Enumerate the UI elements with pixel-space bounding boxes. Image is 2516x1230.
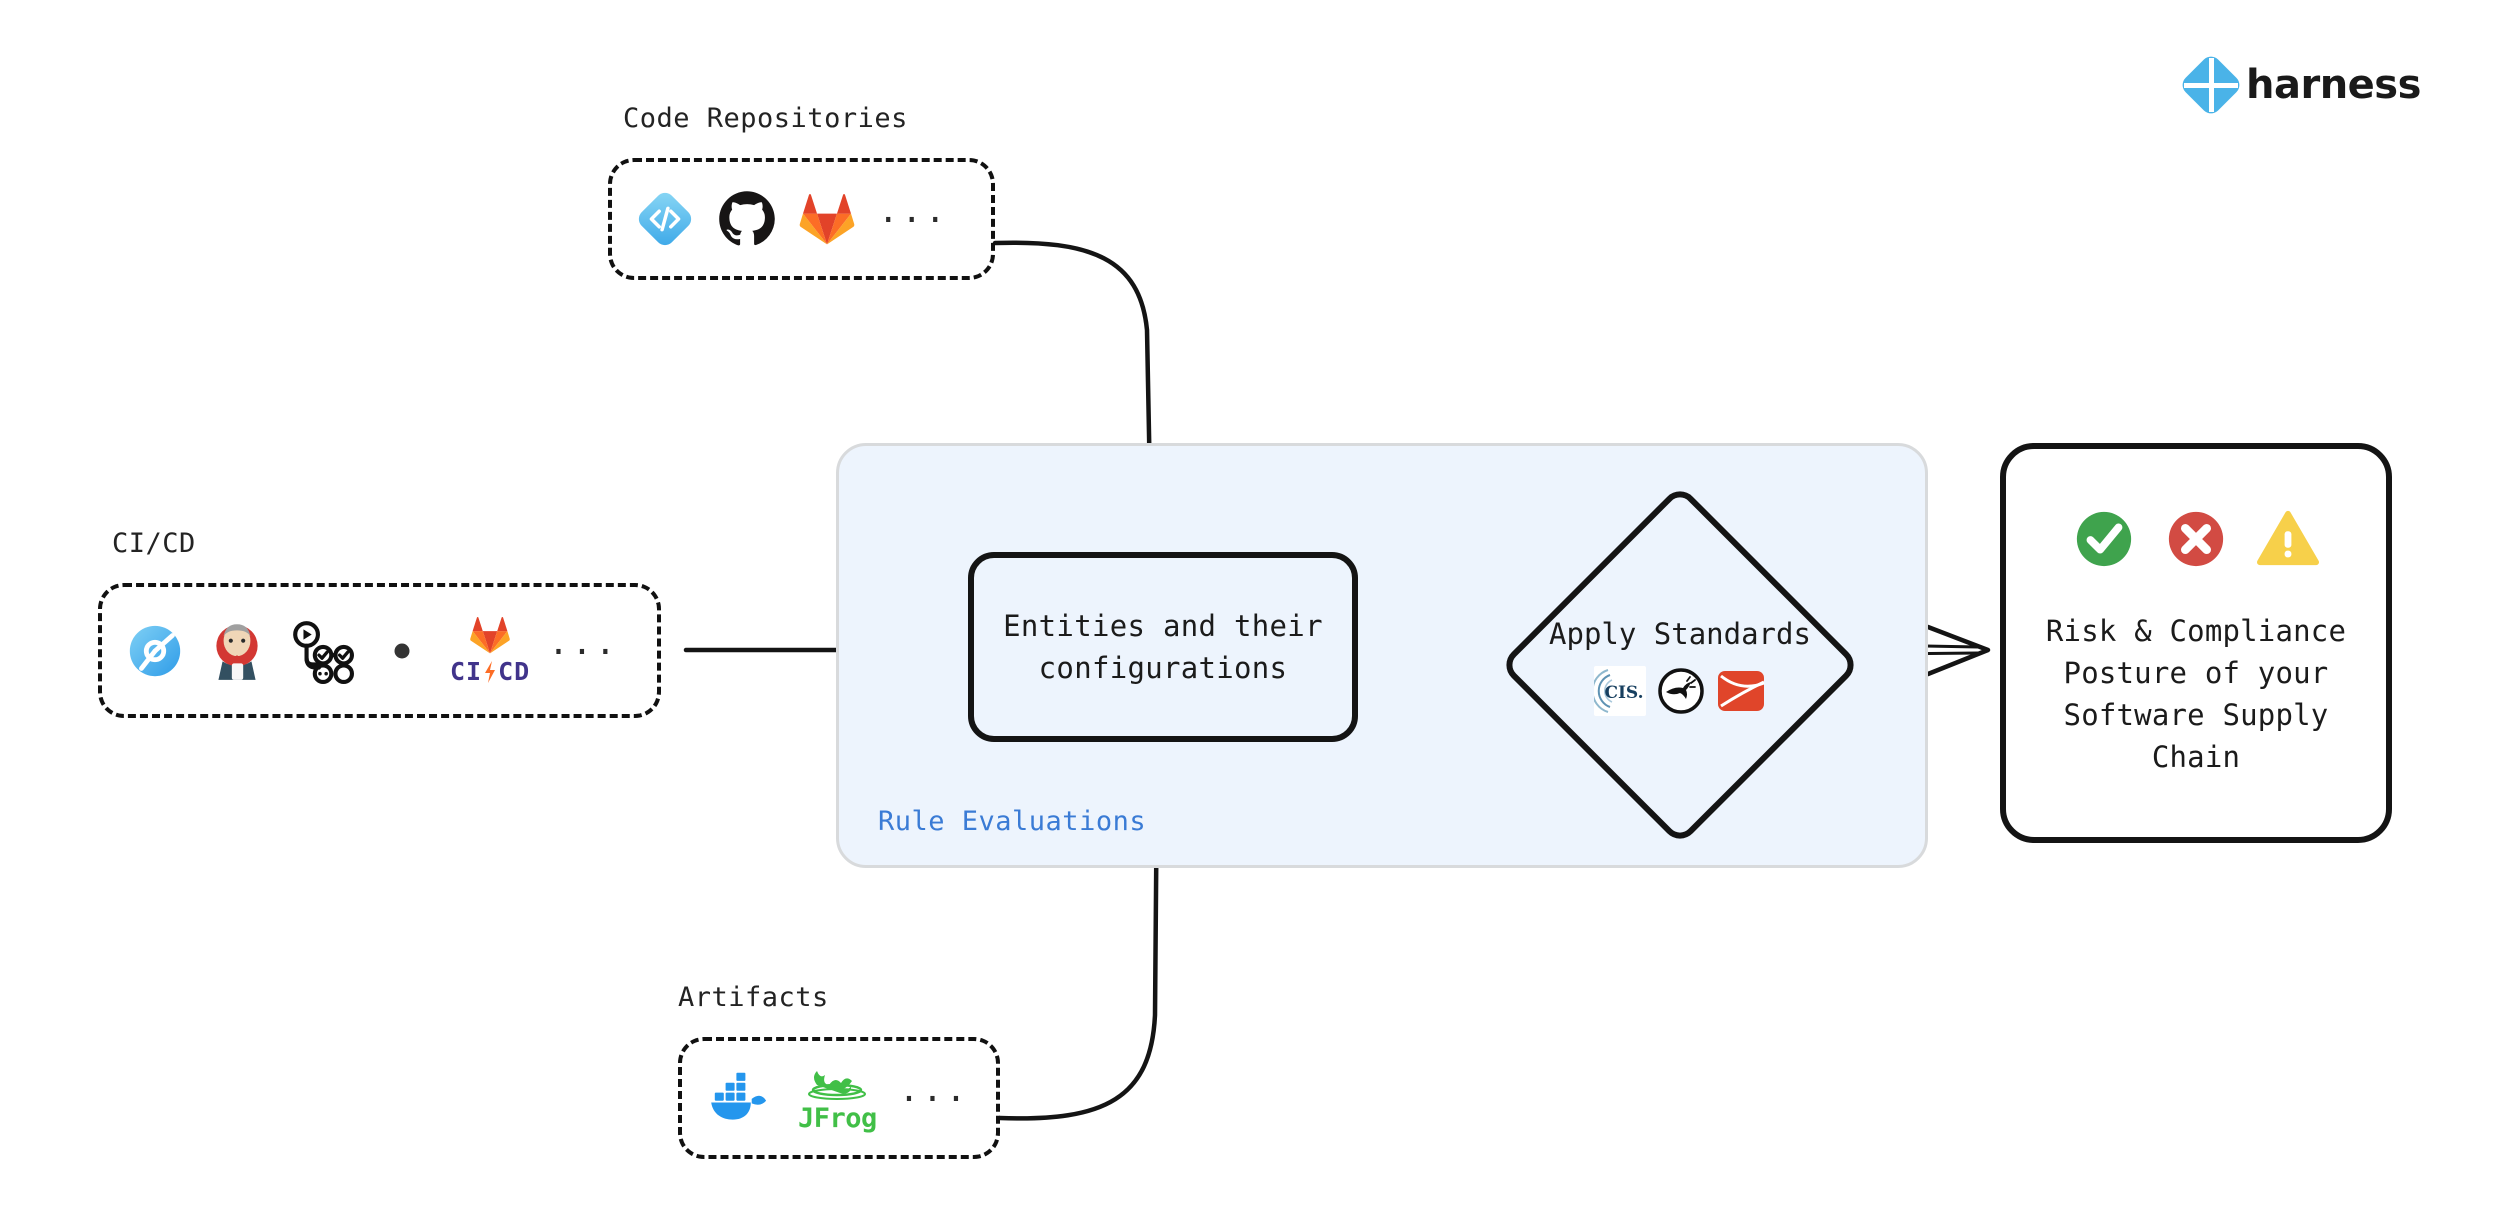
cicd-label: CI/CD [112,528,196,559]
slsa-icon[interactable] [1716,666,1766,716]
cis-icon[interactable]: CIS. [1594,666,1646,717]
gitlab-cicd-wordmark-cd: CD [498,657,531,686]
artifacts-label: Artifacts [678,982,829,1013]
apply-standards-label: Apply Standards [1549,616,1811,651]
circleci-icon[interactable] [372,621,432,681]
gitlab-icon[interactable] [798,190,856,248]
gitlab-cicd-icon[interactable]: CI CD [450,615,530,686]
artifacts-more: ... [898,1070,970,1111]
status-icon-row [2073,508,2319,570]
artifacts-group: JFrog ... [678,1037,1000,1159]
apply-standards-node[interactable]: Apply Standards CIS. [1498,483,1862,847]
github-icon[interactable] [718,190,776,248]
owasp-icon[interactable] [1656,666,1706,716]
docker-icon[interactable] [704,1067,776,1129]
risk-compliance-outcome-node[interactable]: Risk & Compliance Posture of your Softwa… [2000,443,2392,843]
pass-check-icon [2073,508,2135,570]
jenkins-icon[interactable] [204,618,270,684]
svg-text:CIS.: CIS. [1604,683,1643,703]
warning-triangle-icon [2257,508,2319,570]
cicd-more: ... [548,622,619,663]
jfrog-wordmark: JFrog [798,1102,877,1134]
entities-node[interactable]: Entities and their configurations [968,552,1358,742]
outcome-label: Risk & Compliance Posture of your Softwa… [2045,613,2347,775]
harness-logo: harness [2178,52,2421,118]
brand-name: harness [2246,62,2421,108]
jfrog-icon[interactable]: JFrog [798,1063,877,1134]
gitlab-cicd-wordmark-ci: CI [450,657,483,686]
rule-evaluations-label: Rule Evaluations [878,806,1147,837]
github-actions-icon[interactable] [288,618,354,684]
code-repositories-group: ... [608,158,995,280]
harness-ci-icon[interactable] [124,620,186,682]
code-repositories-label: Code Repositories [623,103,908,134]
standards-icon-row: CIS. [1594,666,1766,717]
code-repositories-more: ... [878,191,949,232]
entities-node-label: Entities and their configurations [1003,608,1323,685]
harness-code-icon[interactable] [634,188,696,250]
cicd-group: CI CD ... [98,583,661,718]
harness-diamond-icon [2178,52,2244,118]
fail-cross-icon [2165,508,2227,570]
